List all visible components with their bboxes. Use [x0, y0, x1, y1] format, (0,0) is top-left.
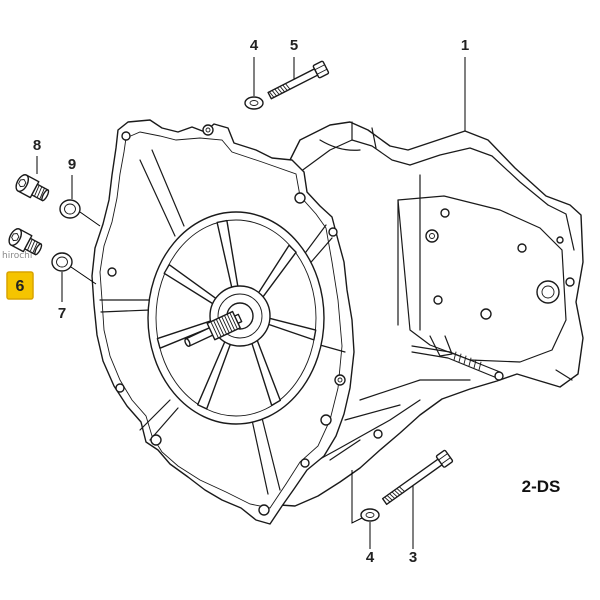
callout-3: 3: [409, 549, 417, 566]
splined-input-shaft: [184, 310, 243, 347]
callout-5: 5: [290, 37, 298, 54]
bell-housing: [91, 119, 355, 525]
callout-1: 1: [461, 37, 469, 54]
rear-case-outline: [279, 121, 584, 507]
rear-case-bosses: [373, 208, 575, 439]
callout-8: 8: [33, 137, 41, 154]
bell-flange-inner-edge: [99, 131, 343, 509]
bolt-5-threads: [268, 83, 291, 98]
callout-4-bottom: 4: [366, 549, 375, 566]
bolt-5: [267, 60, 330, 100]
plug-6: [8, 228, 43, 256]
shift-rod-assembly: [411, 335, 504, 381]
watermark-text: hirochi: [2, 251, 32, 261]
callout-7: 7: [58, 305, 66, 322]
callout-4-top: 4: [250, 37, 259, 54]
washer-7: [51, 252, 73, 272]
rear-case: [279, 121, 584, 507]
shift-rod-spring: [453, 351, 482, 371]
plug-8: [15, 174, 50, 202]
washer-4-bottom: [360, 508, 380, 522]
bell-opening-inner-ring: [155, 219, 317, 417]
rear-case-edges: [299, 121, 575, 471]
assembly-code: 2-DS: [522, 477, 561, 496]
callout-6-highlighted: 6: [16, 278, 25, 295]
flange-bolt-holes: [107, 124, 346, 516]
washer-9: [59, 199, 81, 219]
bolt-3: [381, 449, 454, 506]
highlight-box: [6, 271, 34, 300]
callout-9: 9: [68, 156, 76, 173]
bell-spokes: [156, 219, 317, 410]
washer-4-top: [244, 96, 264, 110]
bolt-3-threads: [384, 486, 406, 503]
